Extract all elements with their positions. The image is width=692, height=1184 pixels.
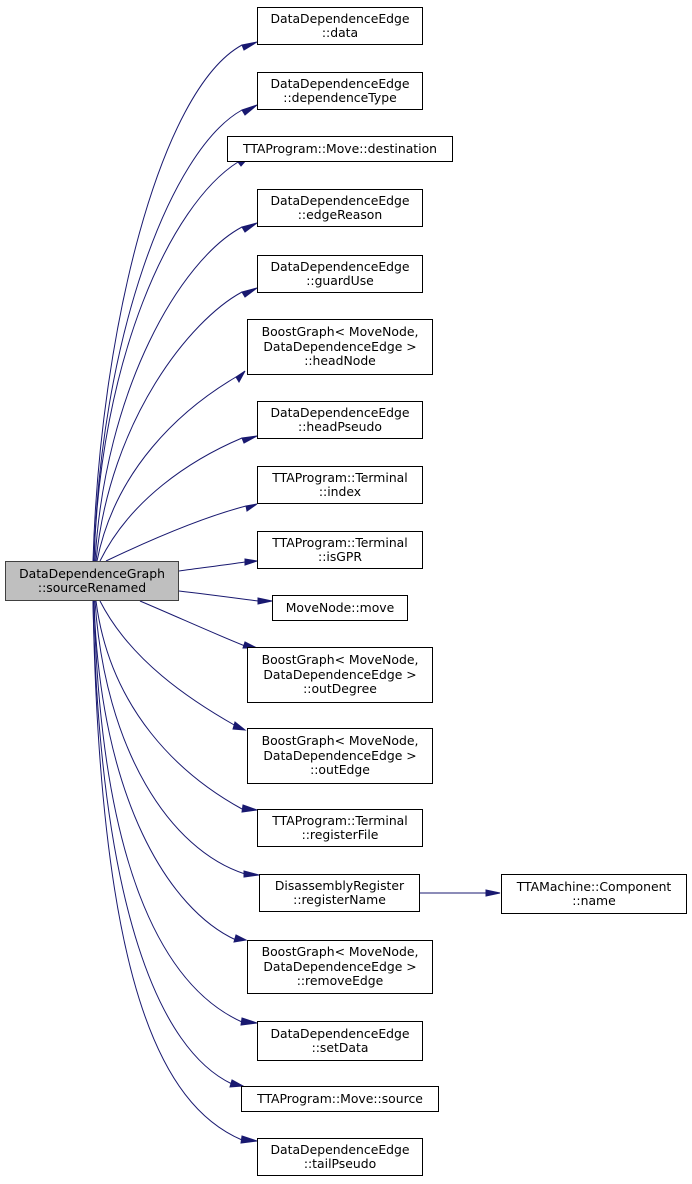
node-line: DataDependenceEdge bbox=[270, 404, 410, 420]
node-line: TTAMachine::Component bbox=[516, 878, 672, 894]
edge-to-data bbox=[92, 44, 243, 562]
node-edge-edge-reason[interactable]: DataDependenceEdge ::edgeReason bbox=[257, 189, 423, 227]
node-edge-set-data[interactable]: DataDependenceEdge ::setData bbox=[257, 1021, 423, 1061]
arrowhead-icon bbox=[235, 370, 246, 384]
arrowhead-icon bbox=[240, 1135, 258, 1144]
node-line: ::index bbox=[318, 484, 362, 499]
edge-to-register-name bbox=[94, 600, 246, 875]
node-line: DataDependenceEdge bbox=[270, 192, 410, 208]
edge-to-head-node bbox=[96, 376, 237, 562]
arrowhead-icon bbox=[241, 222, 258, 233]
node-line: BoostGraph< MoveNode, bbox=[261, 652, 419, 668]
arrowhead-icon bbox=[244, 558, 258, 566]
edge-to-tail-pseudo bbox=[92, 600, 243, 1141]
edge-to-move-source bbox=[92, 600, 233, 1085]
edge-to-dependence-type bbox=[93, 109, 243, 562]
node-edge-head-pseudo[interactable]: DataDependenceEdge ::headPseudo bbox=[257, 401, 423, 439]
node-line: ::isGPR bbox=[318, 549, 362, 564]
arrowhead-icon bbox=[232, 721, 247, 731]
node-line: TTAProgram::Terminal bbox=[272, 469, 408, 485]
node-line: DataDependenceEdge bbox=[270, 10, 410, 26]
node-edge-data[interactable]: DataDependenceEdge ::data bbox=[257, 7, 423, 45]
arrowhead-icon bbox=[229, 1079, 245, 1088]
node-component-name[interactable]: TTAMachine::Component ::name bbox=[501, 874, 687, 914]
arrowhead-icon bbox=[241, 104, 258, 116]
edge-to-move-destination bbox=[93, 161, 239, 562]
node-graph-head-node[interactable]: BoostGraph< MoveNode, DataDependenceEdge… bbox=[247, 319, 433, 375]
arrowhead-icon bbox=[243, 870, 260, 878]
node-line: ::name bbox=[572, 893, 616, 908]
node-line: ::removeEdge bbox=[296, 973, 384, 989]
node-line: ::registerName bbox=[293, 892, 386, 907]
node-line: TTAProgram::Terminal bbox=[272, 812, 408, 828]
edge-to-terminal-is-gpr bbox=[178, 561, 246, 572]
node-line: BoostGraph< MoveNode, bbox=[261, 324, 419, 340]
node-line: DataDependenceEdge > bbox=[263, 958, 417, 974]
edge-to-edge-reason bbox=[94, 226, 243, 562]
node-line: DataDependenceEdge bbox=[270, 1025, 410, 1041]
node-line: ::edgeReason bbox=[297, 207, 383, 222]
node-movenode-move[interactable]: MoveNode::move bbox=[272, 595, 408, 621]
node-line: ::tailPseudo bbox=[303, 1156, 377, 1171]
edge-to-terminal-index bbox=[105, 505, 247, 562]
node-line: BoostGraph< MoveNode, bbox=[261, 733, 419, 749]
arrowhead-icon bbox=[241, 435, 258, 444]
node-edge-guard-use[interactable]: DataDependenceEdge ::guardUse bbox=[257, 255, 423, 293]
node-graph-remove-edge[interactable]: BoostGraph< MoveNode, DataDependenceEdge… bbox=[247, 940, 433, 994]
arrowhead-icon bbox=[241, 804, 258, 813]
node-disassembly-register-name[interactable]: DisassemblyRegister ::registerName bbox=[259, 874, 420, 912]
node-terminal-is-gpr[interactable]: TTAProgram::Terminal ::isGPR bbox=[257, 531, 423, 569]
node-terminal-index[interactable]: TTAProgram::Terminal ::index bbox=[257, 466, 423, 504]
node-line: DataDependenceEdge bbox=[270, 1141, 410, 1157]
node-line: ::guardUse bbox=[306, 273, 374, 288]
node-line: DataDependenceEdge > bbox=[263, 666, 417, 682]
node-terminal-register-file[interactable]: TTAProgram::Terminal ::registerFile bbox=[257, 809, 423, 847]
arrowhead-icon bbox=[245, 503, 258, 512]
node-line: BoostGraph< MoveNode, bbox=[261, 944, 419, 960]
node-line: ::outDegree bbox=[303, 681, 377, 697]
edge-to-movenode-move bbox=[178, 590, 259, 602]
node-line: ::headPseudo bbox=[298, 419, 382, 434]
node-line: ::setData bbox=[311, 1040, 369, 1055]
arrowhead-icon bbox=[485, 889, 501, 897]
root-node-line2: ::sourceRenamed bbox=[37, 580, 147, 595]
node-move-source[interactable]: TTAProgram::Move::source bbox=[241, 1086, 439, 1112]
root-node-line1: DataDependenceGraph bbox=[19, 565, 165, 581]
node-line: ::headNode bbox=[304, 353, 376, 369]
node-line: ::registerFile bbox=[301, 827, 379, 842]
node-graph-out-degree[interactable]: BoostGraph< MoveNode, DataDependenceEdge… bbox=[247, 647, 433, 703]
node-line: DisassemblyRegister bbox=[274, 877, 405, 893]
edge-to-out-degree bbox=[139, 600, 246, 647]
node-line: MoveNode::move bbox=[285, 599, 395, 615]
node-line: ::dependenceType bbox=[283, 90, 397, 105]
node-line: TTAProgram::Move::source bbox=[257, 1090, 423, 1106]
root-node-source-renamed[interactable]: DataDependenceGraph ::sourceRenamed bbox=[5, 561, 179, 601]
node-line: TTAProgram::Move::destination bbox=[242, 140, 438, 156]
node-graph-out-edge[interactable]: BoostGraph< MoveNode, DataDependenceEdge… bbox=[247, 728, 433, 784]
arrowhead-icon bbox=[240, 1017, 258, 1026]
arrowhead-icon bbox=[257, 597, 273, 605]
edge-to-remove-edge bbox=[93, 600, 237, 941]
node-edge-tail-pseudo[interactable]: DataDependenceEdge ::tailPseudo bbox=[257, 1138, 423, 1176]
arrowhead-icon bbox=[233, 934, 248, 943]
edge-to-out-edge bbox=[99, 600, 237, 727]
node-line: ::outEdge bbox=[310, 762, 370, 778]
node-line: DataDependenceEdge bbox=[270, 258, 410, 274]
node-line: DataDependenceEdge > bbox=[263, 338, 417, 354]
edge-to-guard-use bbox=[95, 291, 243, 562]
arrowhead-icon bbox=[241, 287, 258, 298]
node-line: TTAProgram::Terminal bbox=[272, 534, 408, 550]
edge-to-head-pseudo bbox=[99, 437, 243, 562]
node-line: ::data bbox=[321, 25, 359, 40]
node-line: DataDependenceEdge bbox=[270, 75, 410, 91]
edge-to-set-data bbox=[93, 600, 243, 1023]
node-move-destination[interactable]: TTAProgram::Move::destination bbox=[227, 136, 453, 162]
arrowhead-icon bbox=[241, 41, 258, 51]
node-edge-dependence-type[interactable]: DataDependenceEdge ::dependenceType bbox=[257, 72, 423, 110]
edge-to-register-file bbox=[95, 600, 243, 810]
node-line: DataDependenceEdge > bbox=[263, 747, 417, 763]
